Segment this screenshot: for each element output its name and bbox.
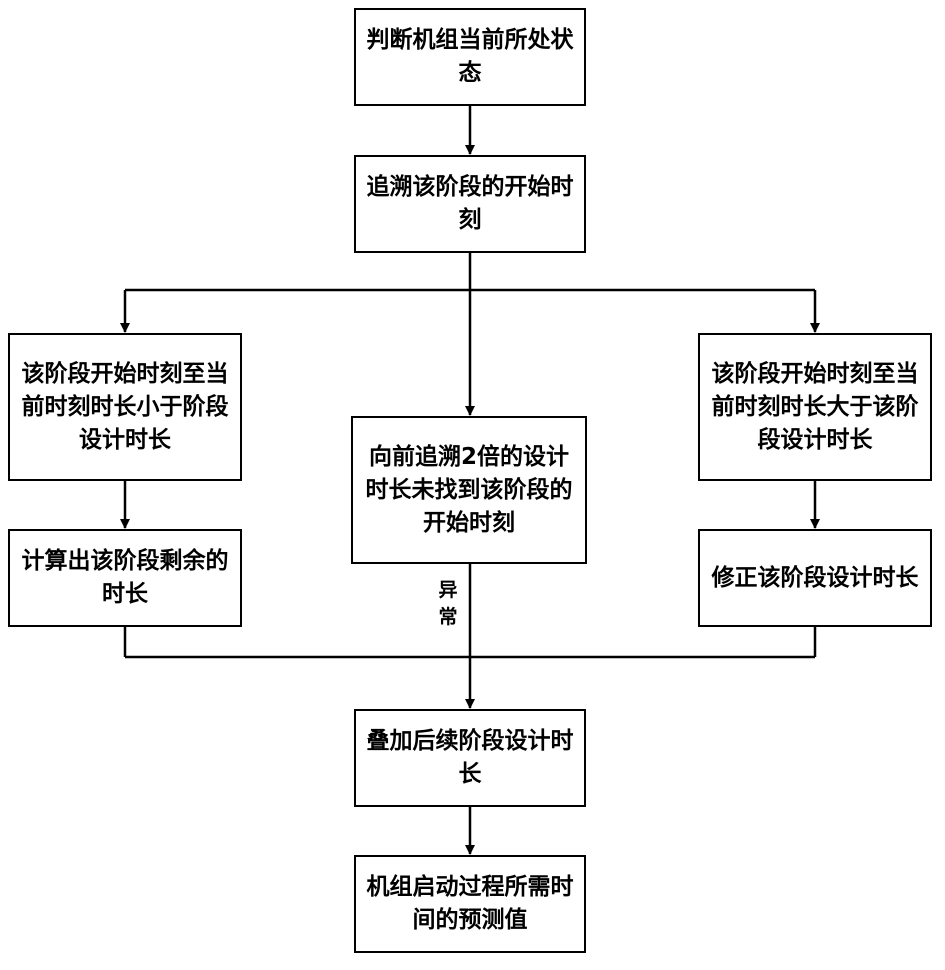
node-not-found: 向前追溯2倍的设计时长未找到该阶段的开始时刻	[351, 416, 587, 564]
node-less-than-design: 该阶段开始时刻至当前时刻时长小于阶段设计时长	[8, 333, 242, 481]
node-add-subsequent: 叠加后续阶段设计时长	[354, 709, 586, 807]
node-add-subsequent-text: 叠加后续阶段设计时长	[366, 728, 574, 787]
node-prediction: 机组启动过程所需时间的预测值	[354, 855, 586, 953]
node-correct-duration-text: 修正该阶段设计时长	[711, 564, 919, 591]
node-compute-remaining: 计算出该阶段剩余的时长	[8, 529, 242, 627]
node-greater-than-design: 该阶段开始时刻至当前时刻时长大于该阶段设计时长	[698, 333, 932, 481]
node-greater-than-design-text: 该阶段开始时刻至当前时刻时长大于该阶段设计时长	[711, 360, 919, 453]
node-prediction-text: 机组启动过程所需时间的预测值	[366, 874, 574, 933]
node-trace-start: 追溯该阶段的开始时刻	[354, 155, 586, 253]
node-judge-state: 判断机组当前所处状态	[354, 8, 586, 106]
node-not-found-text: 向前追溯2倍的设计时长未找到该阶段的开始时刻	[365, 443, 573, 536]
node-trace-start-text: 追溯该阶段的开始时刻	[366, 174, 574, 233]
node-correct-duration: 修正该阶段设计时长	[698, 529, 932, 627]
edge-label-abnormal: 异常	[438, 579, 458, 628]
node-judge-state-text: 判断机组当前所处状态	[366, 27, 574, 86]
node-less-than-design-text: 该阶段开始时刻至当前时刻时长小于阶段设计时长	[21, 360, 229, 453]
node-compute-remaining-text: 计算出该阶段剩余的时长	[21, 548, 229, 607]
